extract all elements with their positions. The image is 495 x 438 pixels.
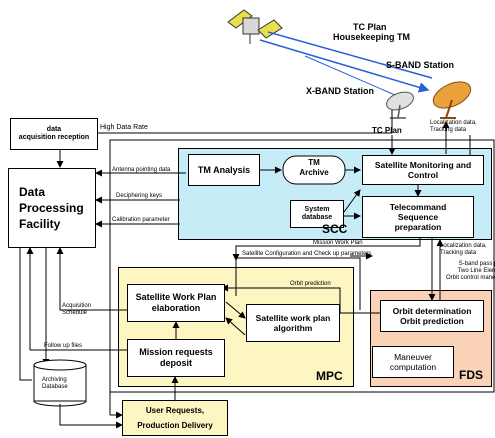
telecommand-label: Telecommand Sequence preparation: [389, 201, 447, 233]
data-processing-facility-label: Data Processing Facility: [19, 184, 84, 232]
user-requests-label: User Requests,: [145, 406, 205, 415]
mpc-label: MPC: [316, 369, 343, 383]
telecommand-box: Telecommand Sequence preparation: [362, 196, 474, 238]
database-cylinder-icon: [33, 359, 87, 407]
antenna-pointing-label: Antenna pointing data: [112, 167, 171, 173]
tm-archive-label: TM Archive: [299, 158, 329, 177]
calibration-parameter-label: Calibration parameter: [112, 217, 170, 223]
work-plan-algorithm-box: Satellite work plan algorithm: [246, 304, 340, 342]
deciphering-keys-label: Deciphering keys: [116, 193, 163, 199]
mission-requests-box: Mission requests deposit: [127, 339, 225, 377]
acquisition-schedule-label: Acquisition Schedule: [62, 303, 92, 317]
mission-work-plan-label: Mission Work Plan: [313, 240, 363, 246]
housekeeping-tm-label: Housekeeping TM: [333, 32, 411, 42]
orbit-determination-label: Orbit determination Orbit prediction: [392, 305, 472, 326]
scc-label: SCC: [322, 222, 348, 236]
orbit-determination-box: Orbit determination Orbit prediction: [380, 300, 484, 332]
satellite-monitoring-label: Satellite Monitoring and Control: [374, 159, 472, 180]
localization-tracking-fds-label: Localization data, Tracking data: [440, 243, 487, 256]
tm-analysis-label: TM Analysis: [197, 165, 251, 175]
archiving-database-label: Archiving Database: [42, 377, 68, 391]
data-acquisition-label: data acquisition reception: [18, 125, 90, 141]
localization-tracking-top-label: Localization data, Tracking data: [430, 120, 477, 133]
follow-up-files-label: Follow up files: [44, 343, 83, 349]
satellite-monitoring-box: Satellite Monitoring and Control: [362, 155, 484, 185]
satellite-config-label: Satellite Configuration and Check up par…: [242, 251, 372, 257]
mission-requests-label: Mission requests deposit: [139, 347, 213, 368]
high-data-rate-label: High Data Rate: [100, 124, 148, 131]
x-band-station-label: X-BAND Station: [306, 86, 374, 96]
system-database-label: System database: [301, 205, 333, 221]
x-band-antenna-icon: [386, 91, 414, 119]
user-requests-box: User Requests, Production Delivery: [122, 400, 228, 436]
s-band-station-label: S-BAND Station: [386, 60, 454, 70]
satellite-icon: [227, 9, 283, 44]
maneuver-computation-box: Maneuver computation: [372, 346, 454, 378]
tm-archive-shape: [282, 155, 346, 185]
work-plan-algorithm-label: Satellite work plan algorithm: [255, 312, 331, 333]
tm-analysis-box: TM Analysis: [188, 154, 260, 186]
data-acquisition-box: data acquisition reception: [10, 118, 98, 150]
work-plan-elaboration-label: Satellite Work Plan elaboration: [135, 292, 217, 313]
tc-plan-top-label: TC Plan: [353, 22, 387, 32]
system-database-box: System database: [290, 200, 344, 228]
fds-label: FDS: [459, 368, 483, 382]
work-plan-elaboration-box: Satellite Work Plan elaboration: [127, 284, 225, 322]
tc-plan-down-label: TC Plan: [372, 126, 402, 135]
maneuver-computation-label: Maneuver computation: [389, 351, 437, 372]
data-processing-facility-box: Data Processing Facility: [8, 168, 96, 248]
orbit-prediction-label: Orbit prediction: [290, 281, 331, 287]
s-band-antenna-icon: [432, 81, 472, 119]
s-band-pass-plan-label: S-band pass plan, Two Line Element, Orbi…: [446, 261, 495, 281]
production-delivery-label: Production Delivery: [137, 421, 213, 430]
